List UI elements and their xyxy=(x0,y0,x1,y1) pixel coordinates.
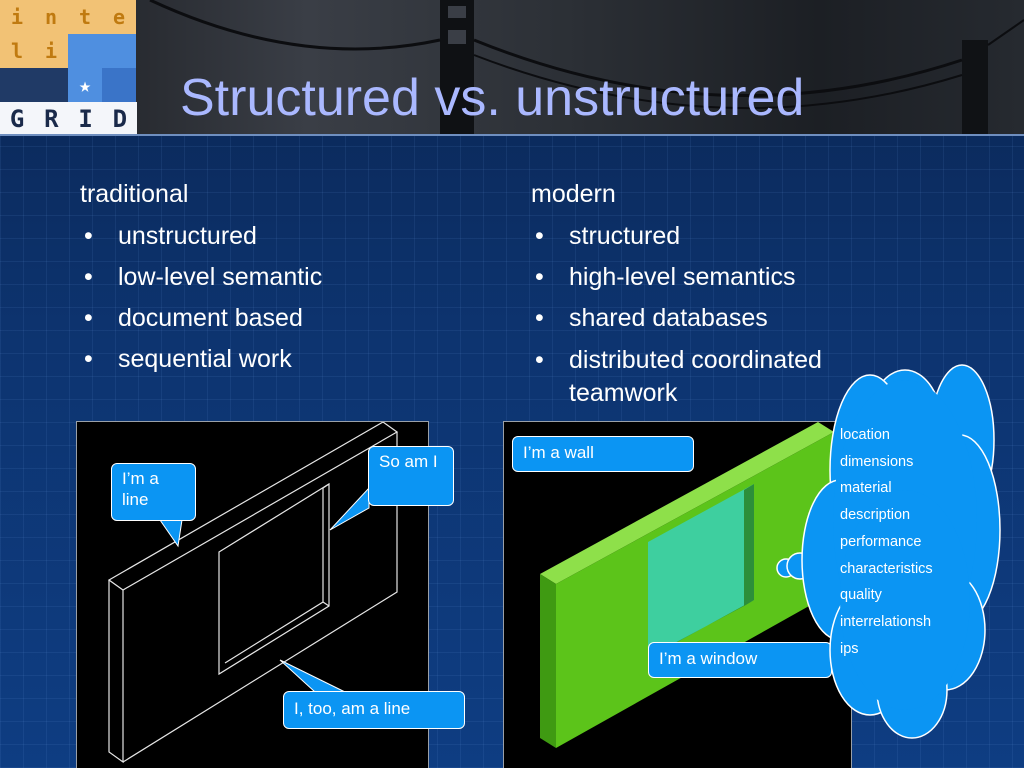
list-item: • sequential work xyxy=(80,344,480,374)
bridge-cable xyxy=(149,0,441,51)
logo-letter: t xyxy=(68,0,102,34)
cloud-attribute-list: location dimensions material description… xyxy=(840,422,933,662)
cloud-attribute: interrelationsh xyxy=(840,613,932,630)
list-item-text: high-level semantics xyxy=(569,263,796,291)
bridge-cable xyxy=(473,38,963,98)
slide-title: Structured vs. unstructured xyxy=(180,69,805,127)
traditional-list: • unstructured • low-level semantic • docum… xyxy=(80,221,480,385)
line-too-callout: I, too, am a line xyxy=(283,691,465,729)
logo-tile xyxy=(0,68,34,102)
logo-tile xyxy=(102,68,136,102)
bullet-icon: • xyxy=(535,304,544,332)
modern-heading: modern xyxy=(531,180,616,208)
bullet-icon: • xyxy=(535,346,544,374)
bridge-tower-left xyxy=(440,0,474,136)
logo-letter: i xyxy=(0,0,34,34)
intelligrid-logo: i n t e l i ★ G R I D xyxy=(0,0,137,136)
logo-letter: I xyxy=(78,105,93,133)
logo-grid-bar: G R I D xyxy=(0,102,137,136)
bullet-icon: • xyxy=(535,263,544,291)
header-banner: i n t e l i ★ G R I D Structured vs. uns… xyxy=(0,0,1024,136)
cloud-attribute: description xyxy=(840,507,911,524)
logo-letter: G xyxy=(9,105,25,133)
bridge-cable xyxy=(473,54,963,110)
bullet-icon: • xyxy=(84,304,93,332)
header-divider xyxy=(0,134,1024,136)
logo-letter: D xyxy=(112,105,128,133)
logo-letter: n xyxy=(34,0,68,34)
list-item: • high-level semantics xyxy=(531,262,871,292)
list-item: • distributed coordinated teamwork xyxy=(531,344,871,410)
list-item-text: distributed coordinated teamwork xyxy=(569,346,822,407)
list-item: • document based xyxy=(80,303,480,333)
logo-letter: l xyxy=(0,34,34,68)
bullet-icon: • xyxy=(84,222,93,250)
window-frame xyxy=(744,484,754,606)
bullet-icon: • xyxy=(535,222,544,250)
window-callout: I’m a window xyxy=(648,642,832,678)
list-item-text: structured xyxy=(569,222,681,250)
cloud-attribute: ips xyxy=(840,640,859,657)
wall-callout: I’m a wall xyxy=(512,436,694,472)
list-item: • structured xyxy=(531,221,871,251)
window-frame-edge xyxy=(224,488,324,664)
list-item: • shared databases xyxy=(531,303,871,333)
list-item-text: document based xyxy=(118,304,303,332)
list-item-text: low-level semantic xyxy=(118,263,323,291)
cloud-attribute: location xyxy=(840,427,890,443)
wall-model-drawing xyxy=(540,422,834,748)
modern-list: • structured • high-level semantics • share… xyxy=(531,221,871,421)
bridge-photo xyxy=(149,0,1024,136)
window-outline xyxy=(218,482,330,676)
logo-tile xyxy=(102,34,136,68)
cloud-attribute: quality xyxy=(840,587,882,604)
wall-side-face xyxy=(540,574,556,748)
list-item-text: shared databases xyxy=(569,304,768,332)
logo-letter: i xyxy=(34,34,68,68)
logo-tile xyxy=(34,68,68,102)
logo-letter: e xyxy=(102,0,136,34)
logo-tile xyxy=(68,34,102,68)
bullet-icon: • xyxy=(84,345,93,373)
logo-letter: R xyxy=(44,105,59,133)
so-am-i-callout: So am I xyxy=(368,446,454,506)
line-callout: I’m a line xyxy=(111,463,196,521)
bullet-icon: • xyxy=(84,263,93,291)
cloud-attribute: material xyxy=(840,480,892,497)
bridge-cable xyxy=(987,19,1024,46)
cloud-attribute: performance xyxy=(840,533,922,550)
wireframe-drawing xyxy=(107,422,399,764)
list-item-text: unstructured xyxy=(118,222,257,250)
wall-top-face xyxy=(540,422,834,584)
star-icon: ★ xyxy=(68,68,102,102)
list-item-text: sequential work xyxy=(118,345,292,373)
cloud-attribute: dimensions xyxy=(840,453,914,470)
wall-side-edge xyxy=(108,580,124,764)
traditional-heading: traditional xyxy=(80,180,189,208)
bridge-tower-right xyxy=(962,40,988,136)
list-item: • low-level semantic xyxy=(80,262,480,292)
model-panel xyxy=(503,421,852,768)
cloud-attribute: characteristics xyxy=(840,560,933,577)
list-item: • unstructured xyxy=(80,221,480,251)
